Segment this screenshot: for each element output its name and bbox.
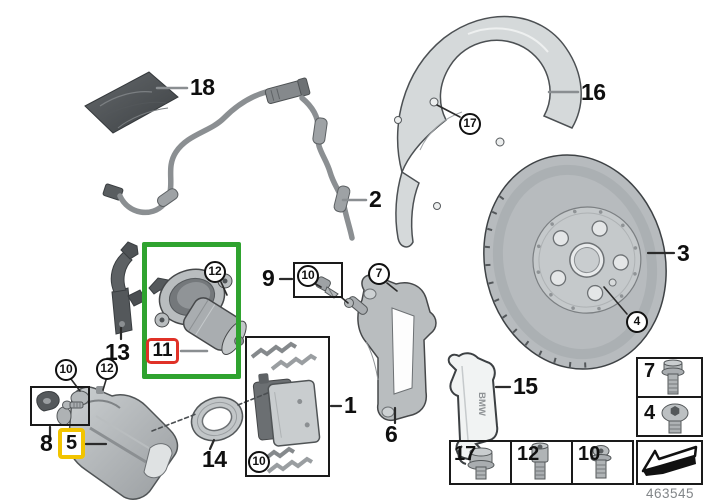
dust-shield-drawing bbox=[394, 15, 582, 248]
callout-11-highlighted[interactable]: 11 bbox=[146, 338, 179, 364]
callout-7-circle[interactable]: 7 bbox=[368, 263, 390, 285]
table-label-4[interactable]: 4 bbox=[644, 402, 656, 424]
grease-packet-drawing bbox=[84, 71, 179, 134]
leader-lines bbox=[48, 86, 676, 451]
callout-10-circle-caliper[interactable]: 10 bbox=[55, 359, 77, 381]
table-divider-h bbox=[636, 396, 703, 398]
callout-12-circle-actuator[interactable]: 12 bbox=[204, 261, 226, 283]
fastener-table-bottom-row[interactable] bbox=[449, 440, 634, 485]
direction-arrow-icon bbox=[641, 445, 698, 476]
repair-kit-drawing bbox=[36, 391, 84, 412]
callout-10-circle-bleeder[interactable]: 10 bbox=[297, 265, 319, 287]
plug-4-icon bbox=[661, 403, 689, 434]
table-label-12[interactable]: 12 bbox=[517, 443, 540, 465]
table-label-7[interactable]: 7 bbox=[644, 360, 656, 382]
callout-9[interactable]: 9 bbox=[262, 265, 275, 291]
callout-15[interactable]: 15 bbox=[513, 373, 538, 399]
table-divider-v1 bbox=[510, 440, 512, 485]
pad-kit-box bbox=[245, 336, 330, 477]
callout-8[interactable]: 8 bbox=[40, 430, 53, 456]
callout-6[interactable]: 6 bbox=[385, 421, 398, 447]
plate-bmw-text: BMW bbox=[476, 392, 487, 416]
callout-16[interactable]: 16 bbox=[581, 79, 606, 105]
callout-10-circle-pads[interactable]: 10 bbox=[248, 451, 270, 473]
callout-4-circle[interactable]: 4 bbox=[626, 311, 648, 333]
fastener-icons bbox=[467, 359, 689, 480]
table-label-10[interactable]: 10 bbox=[578, 443, 601, 465]
direction-arrow-cell bbox=[636, 440, 703, 485]
repair-kit-box bbox=[30, 386, 90, 426]
caliper-drawing bbox=[56, 386, 179, 500]
callout-2[interactable]: 2 bbox=[369, 186, 382, 212]
holder-bracket-drawing bbox=[110, 241, 147, 335]
diagram-number: 463545 bbox=[646, 486, 695, 501]
bleeder-kit-box bbox=[293, 262, 343, 298]
brake-pads-drawing bbox=[248, 341, 321, 474]
callout-14[interactable]: 14 bbox=[202, 446, 227, 472]
wear-sensor-drawing bbox=[102, 77, 355, 241]
bolt-7-icon bbox=[661, 359, 685, 395]
highlight-selected-group bbox=[142, 242, 241, 379]
screw-12-icon bbox=[531, 442, 549, 480]
callout-3[interactable]: 3 bbox=[677, 240, 690, 266]
table-label-17[interactable]: 17 bbox=[454, 443, 477, 465]
callout-12-circle-caliper[interactable]: 12 bbox=[96, 358, 118, 380]
bolt-17-icon bbox=[467, 447, 495, 480]
callout-5-highlighted[interactable]: 5 bbox=[58, 428, 85, 459]
seal-ring-drawing bbox=[190, 396, 244, 442]
table-divider-v2 bbox=[571, 440, 573, 485]
callout-1[interactable]: 1 bbox=[344, 392, 357, 418]
carrier-drawing bbox=[344, 274, 437, 422]
brake-disc-drawing bbox=[483, 154, 667, 370]
callout-17-circle[interactable]: 17 bbox=[459, 113, 481, 135]
bolt-10-icon bbox=[590, 445, 612, 479]
callout-13[interactable]: 13 bbox=[105, 339, 130, 365]
callout-18[interactable]: 18 bbox=[190, 74, 215, 100]
